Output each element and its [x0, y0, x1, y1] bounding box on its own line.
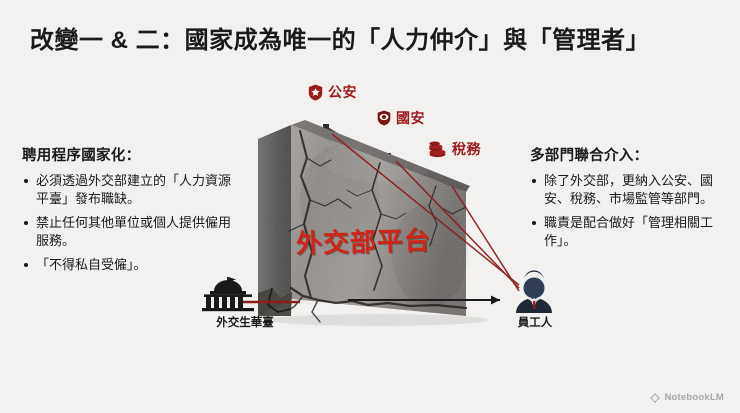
person-employee-icon	[516, 270, 552, 313]
wall-front-face	[291, 125, 468, 316]
wall-side-face	[258, 125, 291, 316]
notebooklm-watermark: NotebookLM	[650, 392, 724, 403]
list-item: 禁止任何其他單位或個人提供僱用服務。	[22, 214, 237, 251]
platform-node-label: 外交生華臺	[216, 317, 274, 329]
agency-tag-label: 公安	[328, 84, 357, 100]
watermark-label: NotebookLM	[664, 392, 724, 403]
right-text-panel: 多部門聯合介入： 除了外交部，更納入公安、國安、稅務、市場監管等部門。 職責是配…	[530, 144, 730, 256]
list-item: 除了外交部，更納入公安、國安、稅務、市場監管等部門。	[530, 172, 730, 209]
agency-tag-shuiwu: 稅務	[428, 139, 481, 159]
agency-tag-guoan: 國安	[377, 108, 425, 128]
shield-star-icon	[308, 84, 323, 100]
coins-stack-icon	[429, 141, 446, 157]
list-item: 「不得私自受僱」。	[22, 256, 237, 274]
wall-platform-text: 外交部平台	[295, 225, 432, 259]
list-item: 職責是配合做好「管理相關工作」。	[530, 214, 730, 251]
left-text-panel: 聘用程序國家化： 必須透過外交部建立的「人力資源平臺」發布職缺。 禁止任何其他單…	[22, 144, 237, 279]
worker-node-label: 員工人	[517, 317, 553, 329]
list-item: 必須透過外交部建立的「人力資源平臺」發布職缺。	[22, 172, 237, 209]
agency-tag-label: 稅務	[452, 141, 481, 157]
page-title: 改變一 & 二：國家成為唯一的「人力仲介」與「管理者」	[30, 27, 651, 54]
right-panel-bullet-list: 除了外交部，更納入公安、國安、稅務、市場監管等部門。 職責是配合做好「管理相關工…	[530, 172, 730, 251]
surveillance-sight-lines	[331, 133, 520, 292]
agency-tag-gongan: 公安	[308, 82, 357, 102]
agency-tag-label: 國安	[396, 110, 425, 126]
government-building-icon	[202, 277, 254, 312]
wall-top-face	[291, 120, 470, 192]
right-panel-heading: 多部門聯合介入：	[530, 148, 649, 164]
wall-ground-shadow	[268, 314, 488, 326]
notebooklm-logo-icon	[650, 392, 661, 403]
left-panel-heading: 聘用程序國家化：	[22, 148, 141, 164]
left-panel-bullet-list: 必須透過外交部建立的「人力資源平臺」發布職缺。 禁止任何其他單位或個人提供僱用服…	[22, 172, 237, 274]
black-arrow-to-worker	[348, 295, 500, 305]
shield-eye-icon	[377, 110, 391, 126]
